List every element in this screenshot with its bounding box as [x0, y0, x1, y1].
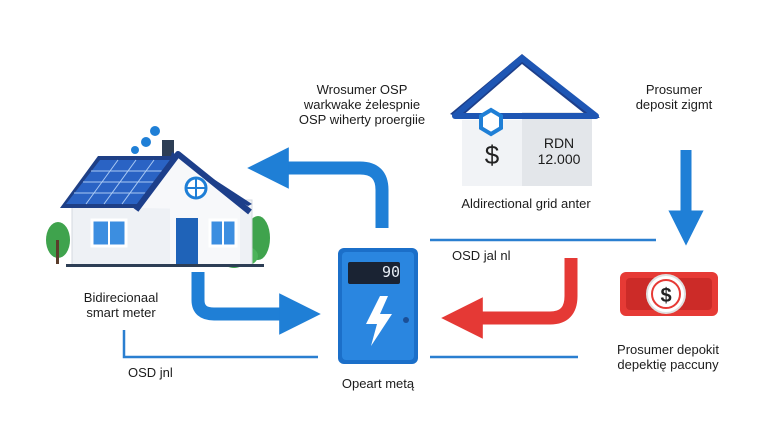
prosumer-deposit-top-line-1: Prosumer [645, 82, 703, 97]
smart-meter-label-line-2: smart meter [86, 305, 156, 320]
solar-house-icon [46, 126, 270, 268]
flow-arrow-house-to-meter [191, 272, 321, 335]
prosumer-deposit-top-label: Prosumer deposit zigmt [612, 82, 736, 112]
grid-building-caption: Aldirectional grid anter [461, 196, 591, 211]
smart-meter-label-line-1: Bidirecionaal [83, 290, 159, 305]
meter-display-value: 90 [381, 263, 400, 281]
top-flow-label-line-3: OSP wiherty proergiie [298, 112, 426, 127]
flow-arrow-meter-to-house [247, 147, 389, 228]
svg-text:$: $ [485, 140, 500, 170]
top-flow-label-line-2: warkwake żelespnie [303, 97, 421, 112]
smart-meter-device [338, 248, 418, 364]
prosumer-deposit-bottom-label: Prosumer depokit depektię paccuny [604, 342, 732, 372]
smart-meter-label: Bidirecionaal smart meter [64, 290, 178, 320]
top-flow-label-line-1: Wrosumer OSP [316, 82, 408, 97]
prosumer-deposit-bottom-line-1: Prosumer depokit [617, 342, 719, 357]
prosumer-deposit-bottom-line-2: depektię paccuny [617, 357, 719, 372]
meter-device-caption: Opeart metą [341, 376, 415, 391]
deposit-box-icon: $ [620, 272, 718, 316]
top-flow-label: Wrosumer OSP warkwake żelespnie OSP wihe… [286, 82, 438, 127]
prosumer-deposit-top-line-2: deposit zigmt [635, 97, 713, 112]
grid-building-icon: $ [450, 54, 600, 186]
osd-left-label: OSD jnl [128, 365, 173, 380]
grid-building-title: RDN [543, 135, 575, 151]
svg-text:$: $ [660, 285, 671, 307]
osd-left-line [122, 330, 318, 359]
flow-arrow-grid-to-meter [441, 258, 578, 339]
grid-building-value: 12.000 [537, 151, 581, 167]
osd-right-label: OSD jal nl [452, 248, 511, 263]
